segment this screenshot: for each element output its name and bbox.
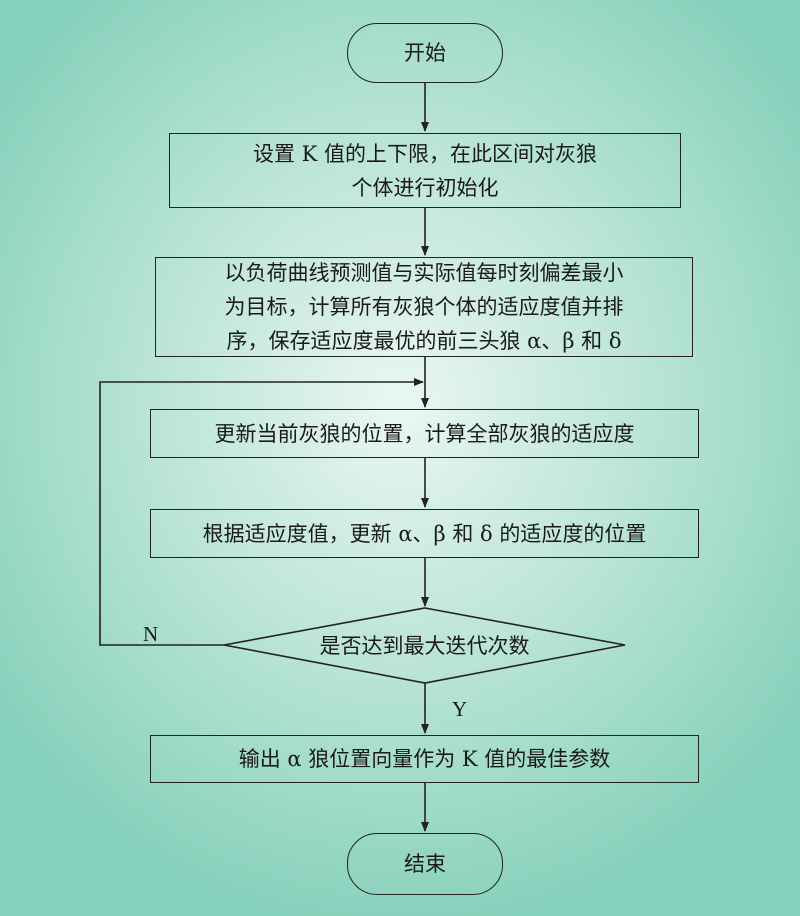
- step-update-position-box: 更新当前灰狼的位置，计算全部灰狼的适应度: [150, 409, 699, 458]
- step-fitness-box: 以负荷曲线预测值与实际值每时刻偏差最小 为目标，计算所有灰狼个体的适应度值并排 …: [155, 257, 693, 357]
- step-fitness-line-2: 为目标，计算所有灰狼个体的适应度值并排: [224, 295, 624, 319]
- end-label: 结束: [404, 852, 446, 876]
- branch-no-label: N: [143, 622, 159, 646]
- step-fitness-line-1: 以负荷曲线预测值与实际值每时刻偏差最小: [224, 261, 624, 285]
- step-init-line-1: 设置 K 值的上下限，在此区间对灰狼: [252, 141, 598, 166]
- step-output-box: 输出 α 狼位置向量作为 K 值的最佳参数: [150, 735, 699, 783]
- start-label: 开始: [404, 41, 446, 65]
- step-update-position-label: 更新当前灰狼的位置，计算全部灰狼的适应度: [214, 421, 635, 446]
- step-output-label: 输出 α 狼位置向量作为 K 值的最佳参数: [238, 747, 611, 771]
- branch-yes-label: Y: [452, 697, 468, 721]
- decision-diamond: [223, 607, 626, 684]
- step-init-line-2: 个体进行初始化: [351, 175, 499, 200]
- step-fitness-line-3: 序，保存适应度最优的前三头狼 α、β 和 δ: [226, 329, 622, 353]
- decision-label-box: 是否达到最大迭代次数: [224, 608, 625, 683]
- step-init-box: 设置 K 值的上下限，在此区间对灰狼 个体进行初始化: [169, 133, 681, 208]
- start-terminal: 开始: [347, 23, 503, 83]
- end-terminal: 结束: [347, 833, 503, 895]
- step-update-leaders-box: 根据适应度值，更新 α、β 和 δ 的适应度的位置: [150, 509, 699, 558]
- decision-label: 是否达到最大迭代次数: [319, 633, 530, 658]
- step-update-leaders-label: 根据适应度值，更新 α、β 和 δ 的适应度的位置: [202, 521, 647, 546]
- loop-back-line: [99, 378, 424, 646]
